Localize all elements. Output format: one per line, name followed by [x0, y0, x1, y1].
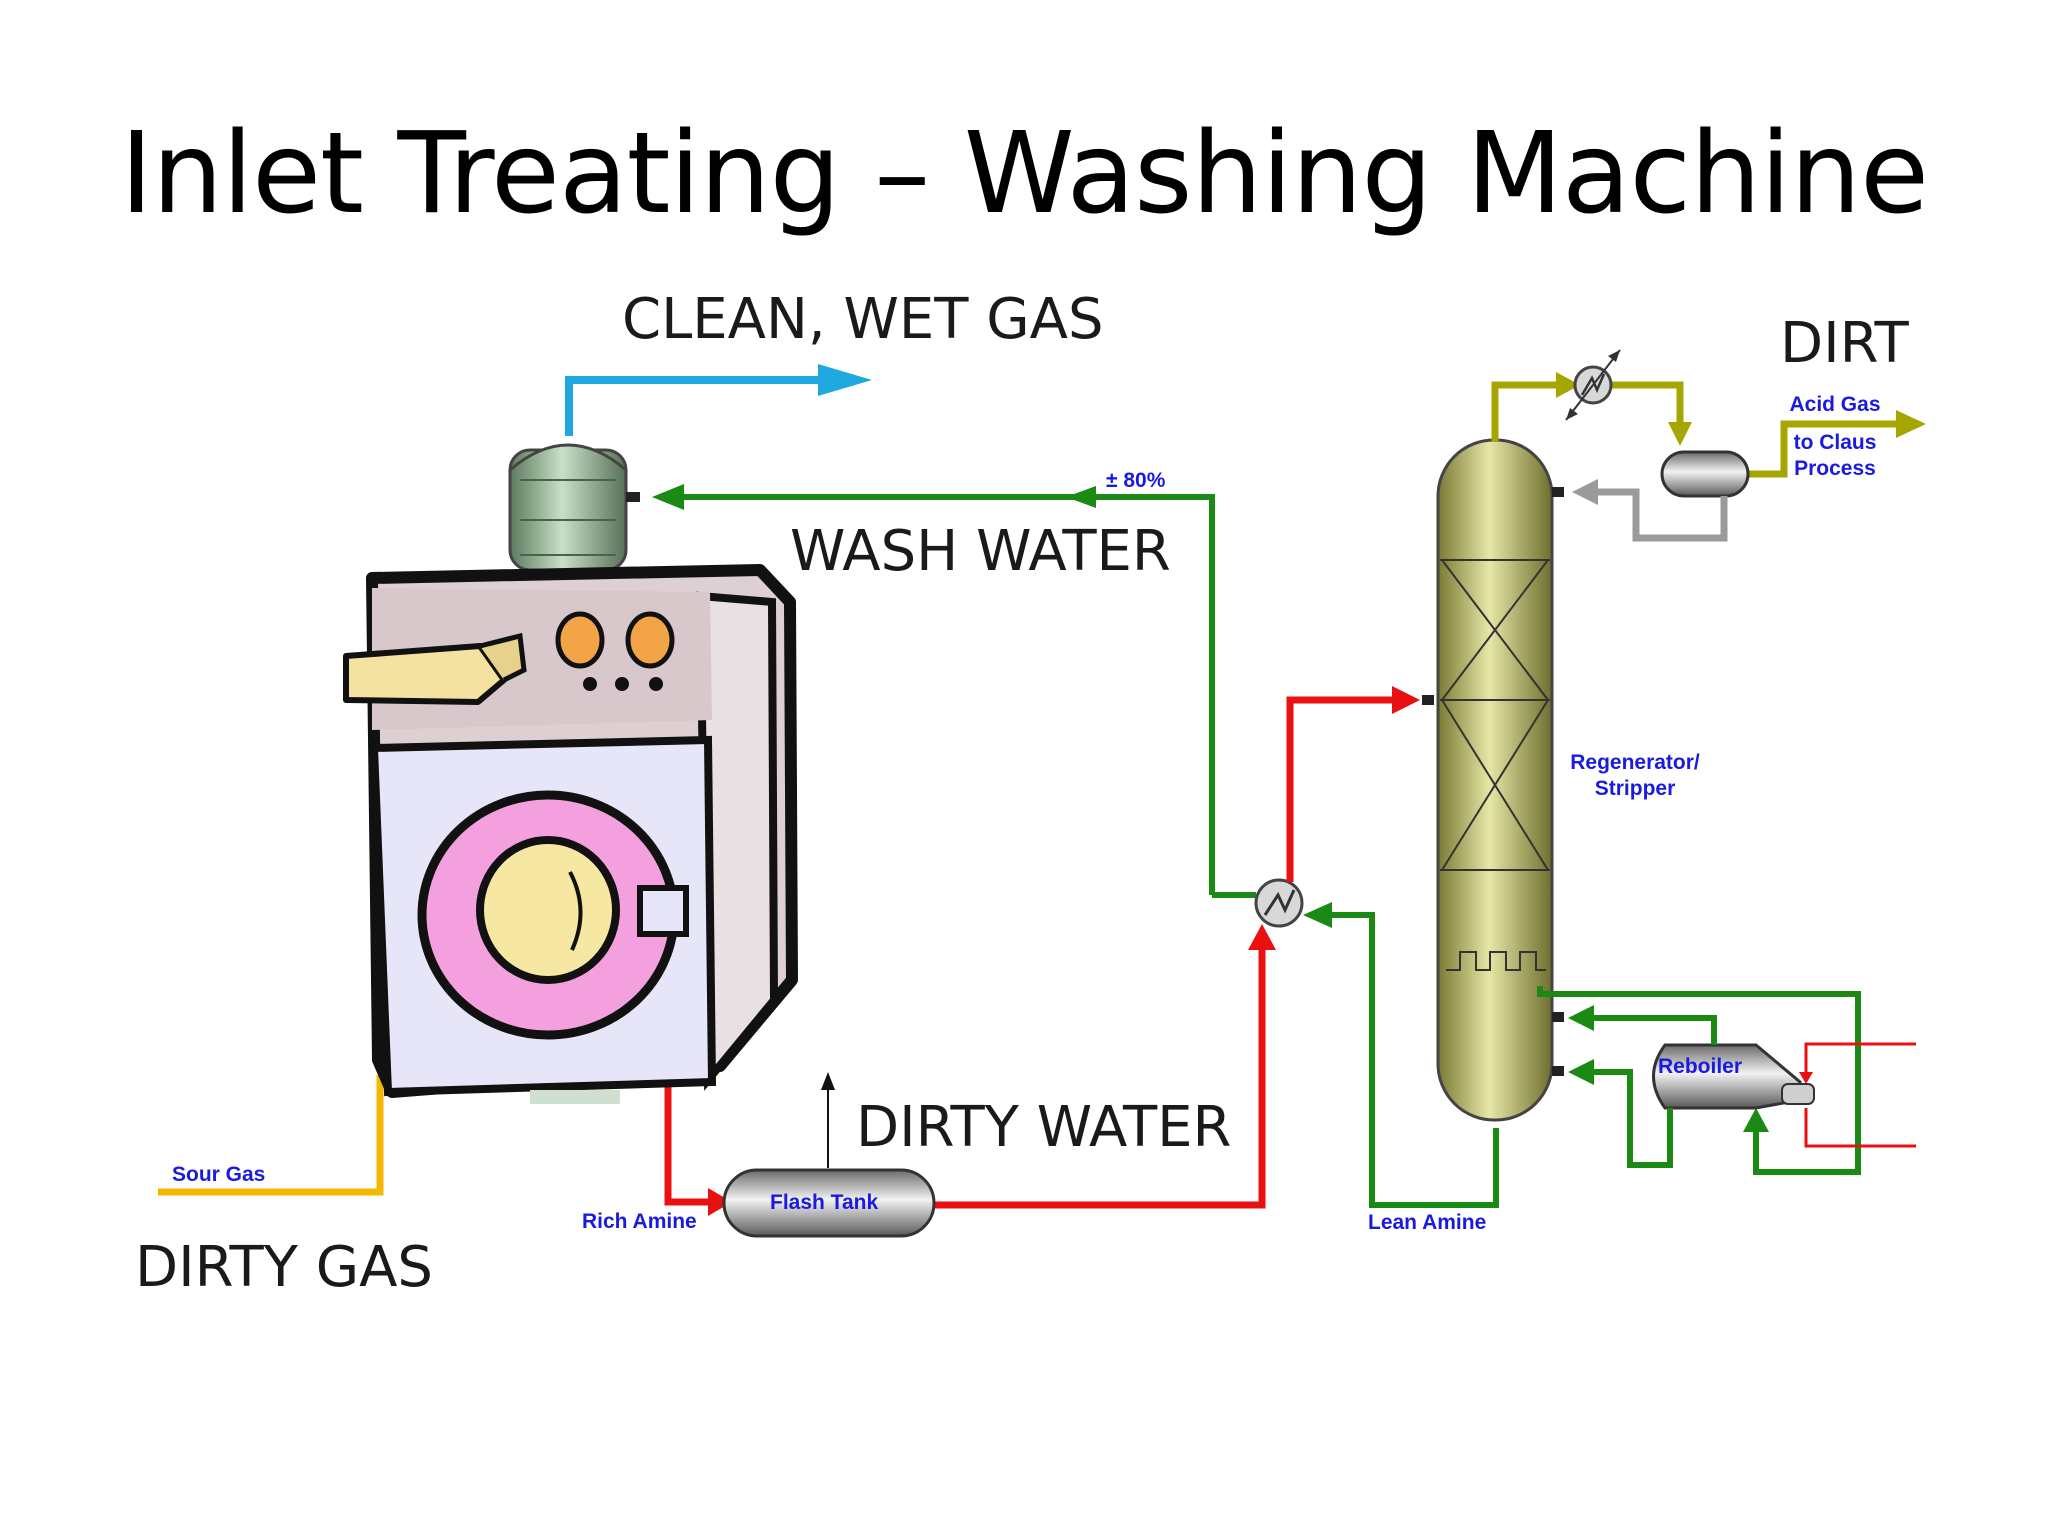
reflux-line: [1572, 479, 1728, 542]
slide-title: Inlet Treating – Washing Machine: [119, 109, 1929, 239]
rich-amine-line: [664, 686, 1434, 1216]
acid-gas-label-line1: Acid Gas: [1789, 393, 1881, 416]
percent-label: ± 80%: [1106, 469, 1166, 492]
clean-gas-line: [565, 364, 872, 436]
acid-gas-label-line2: to Claus: [1793, 431, 1877, 454]
dirty-water-label: DIRTY WATER: [856, 1095, 1232, 1160]
dirty-gas-label: DIRTY GAS: [135, 1235, 433, 1300]
rich-amine-label: Rich Amine: [582, 1210, 697, 1233]
acid-gas-label-line3: Process: [1794, 457, 1876, 480]
reflux-drum: [1660, 450, 1750, 498]
wash-water-line: [652, 484, 1256, 898]
acid-gas-line: [1491, 372, 1926, 478]
regenerator-label-line1: Regenerator/: [1570, 751, 1700, 774]
sour-gas-line: [158, 1075, 384, 1196]
reboiler: [1652, 1043, 1815, 1110]
dirt-label: DIRT: [1780, 311, 1909, 376]
reboiler-label: Reboiler: [1658, 1055, 1743, 1078]
sour-gas-label: Sour Gas: [172, 1163, 266, 1186]
regenerator-label-line2: Stripper: [1594, 777, 1676, 800]
heat-exchanger-icon: [1254, 878, 1304, 928]
lean-amine-line: [1303, 902, 1499, 1208]
flash-tank-label: Flash Tank: [770, 1191, 879, 1214]
absorber-column: [508, 443, 640, 572]
regenerator-column: [1436, 438, 1564, 1122]
lean-amine-label: Lean Amine: [1368, 1211, 1487, 1234]
washing-machine: [343, 564, 798, 1104]
wash-water-label: WASH WATER: [790, 519, 1171, 584]
condenser-icon: [1565, 349, 1621, 421]
steam-lines: [1799, 1042, 1916, 1148]
reboiler-loop-lines: [1537, 986, 1861, 1175]
clean-wet-gas-label: CLEAN, WET GAS: [622, 287, 1104, 352]
flash-tank: [722, 1072, 936, 1238]
